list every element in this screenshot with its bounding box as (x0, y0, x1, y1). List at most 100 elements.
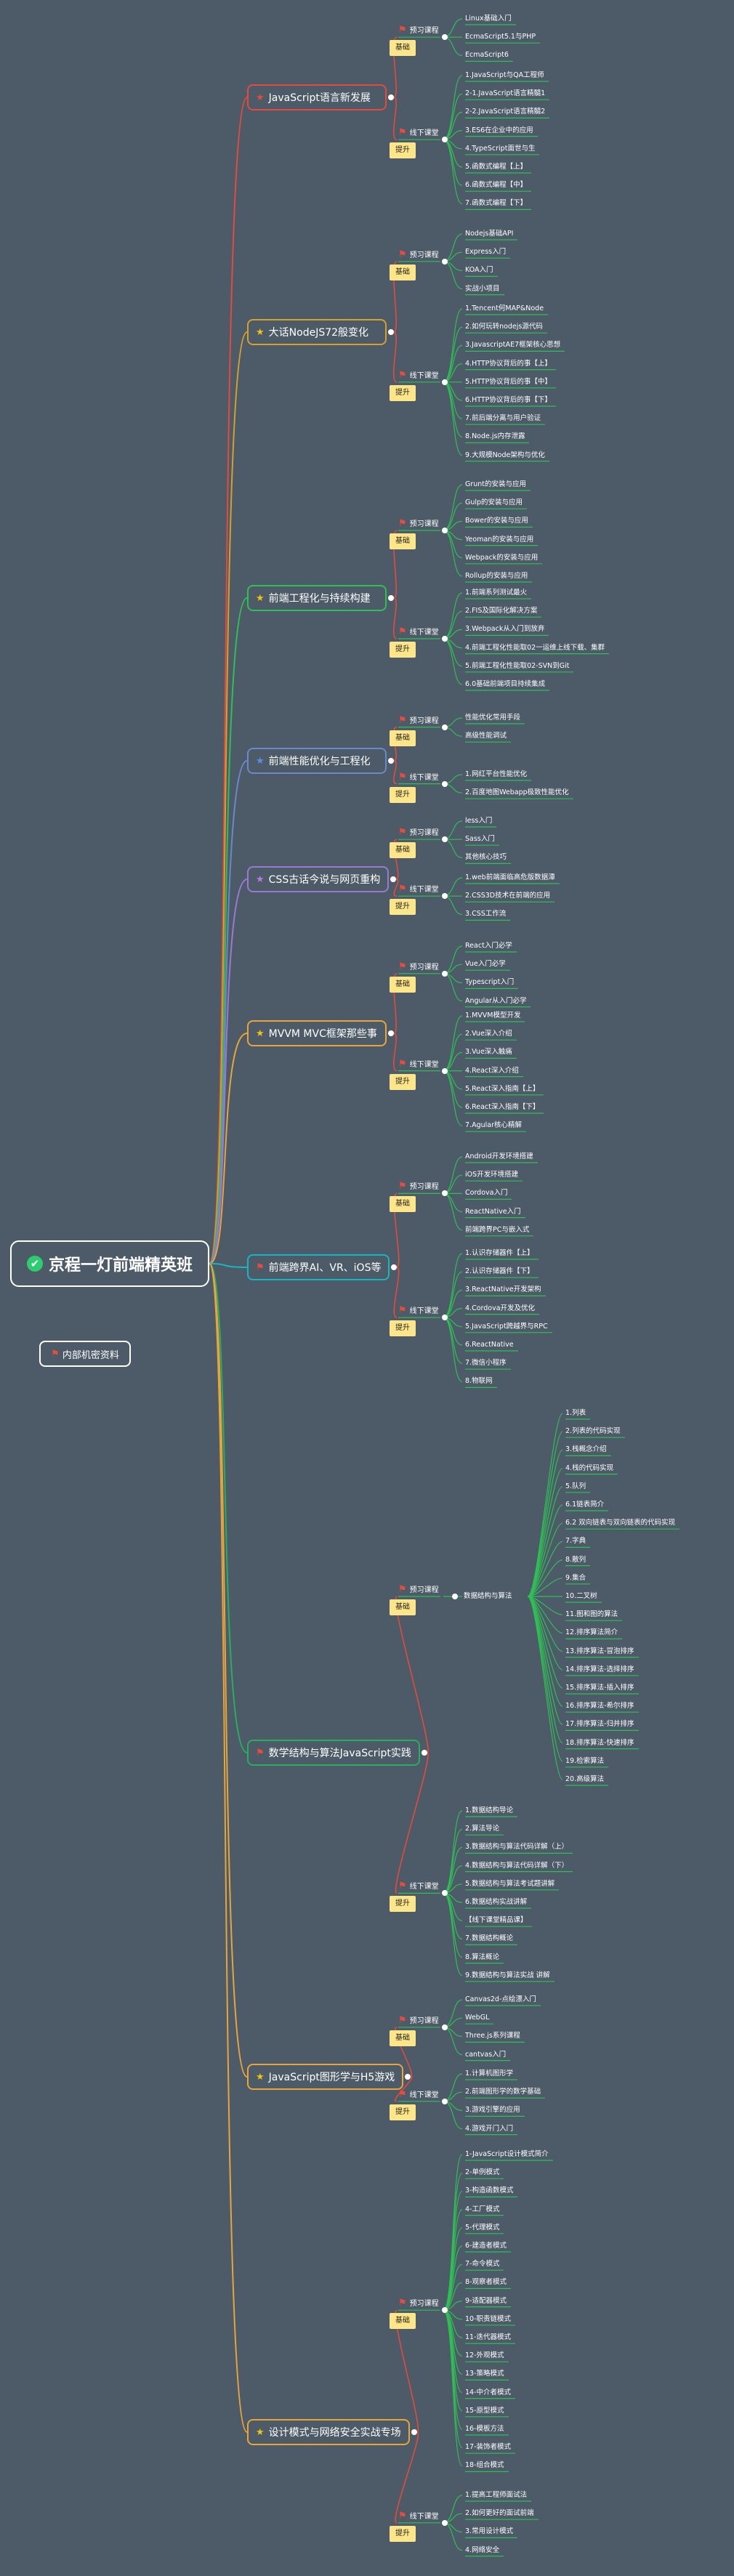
list-item[interactable]: 17-装饰者模式 (465, 2443, 512, 2452)
group-tag[interactable]: 基础 (390, 976, 416, 993)
list-item[interactable]: 性能优化常用手段 (465, 714, 521, 722)
branch-topic[interactable]: ★MVVM MVC框架那些事 (247, 1020, 387, 1046)
group-tag[interactable]: 提升 (390, 142, 416, 159)
list-item[interactable]: 1.列表 (565, 1409, 586, 1417)
list-item[interactable]: 9.集合 (565, 1573, 586, 1582)
list-item[interactable]: 5.前端工程化性能取02-SVN到Git (465, 661, 570, 670)
list-item[interactable]: KOA入门 (465, 266, 493, 275)
list-item[interactable]: 6-建造者模式 (465, 2242, 507, 2250)
list-item[interactable]: 6.数据结构实战讲解 (465, 1898, 528, 1906)
list-item[interactable]: 2-1.JavaScript语言精髓1 (465, 89, 546, 98)
list-item[interactable]: 5-代理模式 (465, 2223, 500, 2232)
list-item[interactable]: Linux基础入门 (465, 15, 512, 23)
list-item[interactable]: 5.JavaScript跨越界与RPC (465, 1322, 548, 1331)
list-item[interactable]: 8-观察者模式 (465, 2278, 507, 2287)
list-item[interactable]: 12.排序算法简介 (565, 1628, 618, 1637)
list-item[interactable]: Angular从入门必学 (465, 996, 527, 1005)
list-item[interactable]: 4.栈的代码实现 (565, 1463, 614, 1472)
root-node[interactable]: ✔ 京程一灯前端精英班 (10, 1240, 209, 1287)
branch-topic[interactable]: ★CSS古话今说与网页重构 (247, 866, 390, 892)
list-item[interactable]: 2.认识存储器件【下】 (465, 1267, 534, 1276)
list-item[interactable]: Express入门 (465, 248, 507, 257)
list-item[interactable]: 13-策略模式 (465, 2370, 504, 2378)
list-item[interactable]: 16-模板方法 (465, 2425, 504, 2433)
list-item[interactable]: 4.游戏开门入门 (465, 2124, 514, 2133)
group-tag[interactable]: 基础 (390, 533, 416, 549)
list-item[interactable]: 2.如何玩转nodejs源代码 (465, 323, 543, 331)
list-item[interactable]: 9.大规模Node架构与优化 (465, 451, 545, 459)
list-item[interactable]: 5.React深入指南【上】 (465, 1084, 540, 1093)
list-item[interactable]: 3.Webpack从入门到放弃 (465, 625, 545, 634)
list-item[interactable]: 7.微信小程序 (465, 1359, 507, 1368)
list-item[interactable]: 1.MVVM模型开发 (465, 1012, 521, 1020)
branch-topic[interactable]: ⚑数学结构与算法JavaScript实践 (247, 1740, 420, 1766)
branch-topic[interactable]: ★JavaScript语言新发展 (247, 84, 387, 110)
list-item[interactable]: Grunt的安装与应用 (465, 480, 527, 488)
list-item[interactable]: Typescript入门 (465, 978, 515, 987)
list-item[interactable]: 4-工厂模式 (465, 2205, 500, 2213)
list-item[interactable]: 3.ES6在企业中的应用 (465, 126, 533, 134)
list-item[interactable]: 20.高级算法 (565, 1775, 605, 1783)
list-item[interactable]: Vue入门必学 (465, 960, 506, 969)
group-tag[interactable]: 提升 (390, 2104, 416, 2120)
list-item[interactable]: 6.HTTP协议背后的事【下】 (465, 396, 552, 404)
list-item[interactable]: 9.数据结构与算法实战 讲解 (465, 1971, 550, 1979)
list-item[interactable]: Sass入门 (465, 835, 495, 844)
group-tag[interactable]: 提升 (390, 899, 416, 916)
list-item[interactable]: 6.ReactNative (465, 1341, 514, 1349)
list-item[interactable]: 7-命令模式 (465, 2260, 500, 2269)
list-item[interactable]: 4.数据结构与算法代码详解（下） (465, 1861, 569, 1870)
list-item[interactable]: Nodejs基础API (465, 230, 514, 238)
list-item[interactable]: 3.JavascriptAE7框架核心思想 (465, 341, 561, 350)
list-item[interactable]: ReactNative入门 (465, 1207, 521, 1216)
list-item[interactable]: 2-2.JavaScript语言精髓2 (465, 108, 546, 116)
branch-topic[interactable]: ⚑前端跨界AI、VR、iOS等 (247, 1254, 390, 1280)
list-item[interactable]: 2.前端图形学的数学基础 (465, 2088, 541, 2096)
list-item[interactable]: 5.函数式编程【上】 (465, 163, 528, 171)
group-tag[interactable]: 基础 (390, 2030, 416, 2046)
list-item[interactable]: 1.网红平台性能优化 (465, 770, 528, 778)
list-item[interactable]: 6.React深入指南【下】 (465, 1103, 540, 1111)
list-item[interactable]: Bower的安装与应用 (465, 517, 528, 525)
group-tag[interactable]: 提升 (390, 786, 416, 803)
list-item[interactable]: 3.CSS工作流 (465, 910, 507, 918)
group-tag[interactable]: 提升 (390, 384, 416, 401)
group-tag[interactable]: 基础 (390, 264, 416, 280)
list-item[interactable]: React入门必学 (465, 942, 512, 950)
list-item[interactable]: 1.前端系列测试最火 (465, 589, 528, 597)
list-item[interactable]: Cordova入门 (465, 1189, 508, 1198)
list-item[interactable]: 7.数据结构概论 (465, 1934, 514, 1943)
list-item[interactable]: 【线下课堂精品课】 (465, 1916, 528, 1925)
list-item[interactable]: 8.Node.js内存泄露 (465, 432, 525, 441)
list-item[interactable]: 1-JavaScript设计模式简介 (465, 2150, 549, 2158)
list-item[interactable]: 2-单例模式 (465, 2168, 500, 2177)
confidential-note[interactable]: ⚑ 内部机密资料 (39, 1341, 131, 1367)
group-tag[interactable]: 基础 (390, 1196, 416, 1213)
list-item[interactable]: 15.排序算法-插入排序 (565, 1684, 634, 1692)
list-item[interactable]: 2.百度地图Webapp极致性能优化 (465, 788, 569, 797)
list-item[interactable]: 14.排序算法-选择排序 (565, 1665, 634, 1673)
branch-topic[interactable]: ★设计模式与网络安全实战专场 (247, 2419, 410, 2445)
list-item[interactable]: 4.Cordova开发及优化 (465, 1304, 536, 1312)
list-item[interactable]: 4.HTTP协议背后的事【上】 (465, 359, 552, 368)
list-item[interactable]: 2.如何更好的面试前端 (465, 2509, 534, 2518)
list-item[interactable]: 7.Agular核心精解 (465, 1121, 522, 1130)
list-item[interactable]: 3.常用设计模式 (465, 2527, 514, 2536)
list-item[interactable]: 7.函数式编程【下】 (465, 199, 528, 208)
list-item[interactable]: 7.前后端分离与用户验证 (465, 414, 541, 423)
list-item[interactable]: 12-外观模式 (465, 2351, 504, 2360)
list-item[interactable]: 1.计算机图形学 (465, 2070, 514, 2078)
list-item[interactable]: 1.JavaScript与QA工程师 (465, 71, 544, 79)
list-item[interactable]: 16.排序算法-希尔排序 (565, 1702, 634, 1711)
list-item[interactable]: EcmaScript5.1与PHP (465, 33, 536, 41)
group-tag[interactable]: 提升 (390, 1073, 416, 1090)
list-item[interactable]: Gulp的安装与应用 (465, 498, 523, 507)
list-item[interactable]: 18-组合模式 (465, 2461, 504, 2470)
list-item[interactable]: 1.web前端面临高危版数据潭 (465, 873, 555, 881)
group-tag[interactable]: 提升 (390, 1896, 416, 1913)
group-tag[interactable]: 提升 (390, 2525, 416, 2542)
list-item[interactable]: 3.Vue深入触痛 (465, 1048, 512, 1057)
list-item[interactable]: EcmaScript6 (465, 51, 509, 60)
list-item[interactable]: 3.ReactNative开发架构 (465, 1285, 541, 1294)
list-item[interactable]: 1.Tencent何MAP&Node (465, 304, 544, 312)
